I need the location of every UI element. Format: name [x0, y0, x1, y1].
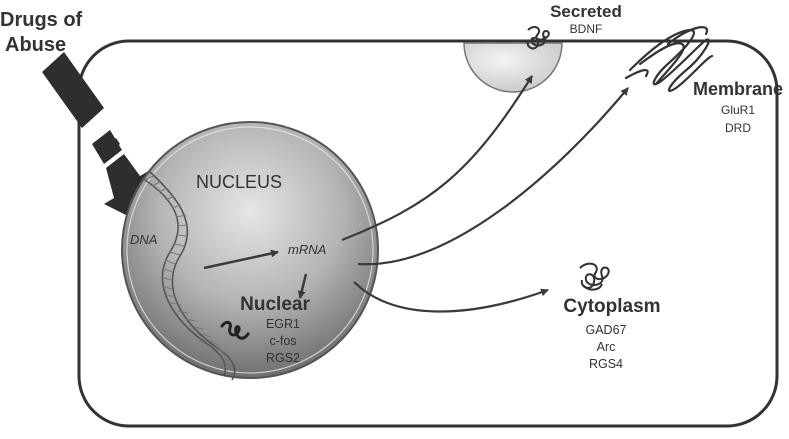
secreted-title: Secreted	[550, 2, 622, 21]
drug-label-line2: Abuse	[5, 34, 66, 56]
nuclear-arrow	[297, 273, 308, 299]
arrow-to-membrane	[357, 87, 629, 266]
secretory-vesicle	[463, 42, 563, 93]
cytoplasm-item-1: GAD67	[586, 323, 627, 337]
membrane-item-1: GluR1	[721, 103, 755, 117]
drug-label-line1: Drugs of	[0, 9, 83, 31]
nucleus-label: NUCLEUS	[196, 172, 282, 192]
cytoplasm-item-3: RGS4	[589, 357, 623, 371]
nuclear-title: Nuclear	[240, 294, 310, 315]
secreted-protein-icon	[526, 26, 550, 50]
nuclear-item-3: RGS2	[266, 351, 300, 365]
cytoplasm-protein-icon	[579, 262, 610, 291]
nucleus	[121, 121, 379, 379]
transcription-arrow	[203, 249, 279, 270]
nuclear-protein-icon	[220, 320, 250, 340]
nuclear-item-1: EGR1	[266, 317, 300, 331]
cytoplasm-item-2: Arc	[597, 340, 616, 354]
arrow-to-cytoplasm	[353, 281, 549, 313]
arrow-to-secreted	[341, 75, 533, 242]
secreted-item-1: BDNF	[570, 22, 603, 36]
membrane-item-2: DRD	[725, 121, 751, 135]
dna-helix	[141, 171, 236, 381]
mrna-label: mRNA	[288, 242, 326, 257]
cytoplasm-title: Cytoplasm	[563, 296, 660, 317]
cell-membrane	[77, 39, 779, 428]
membrane-title: Membrane	[693, 79, 783, 99]
dna-label: DNA	[130, 232, 157, 247]
membrane-receptor-icon	[624, 26, 714, 92]
nuclear-item-2: c-fos	[269, 334, 296, 348]
